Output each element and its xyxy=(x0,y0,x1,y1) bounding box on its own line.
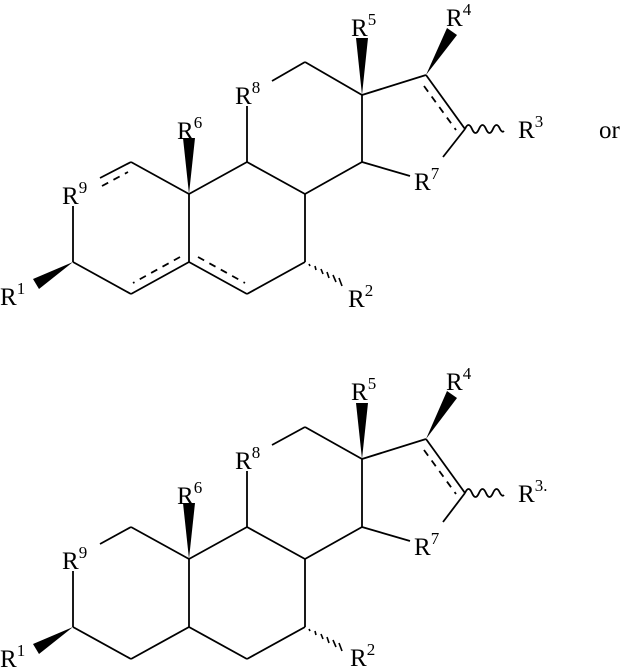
label-r3: R3 xyxy=(518,112,543,144)
wedge-bond-r4 xyxy=(426,28,457,75)
label-r3: R3. xyxy=(518,476,547,508)
wedge-bond-r4 xyxy=(426,391,457,439)
wavy-bond-r3 xyxy=(464,124,505,134)
label-r1: R1 xyxy=(0,279,25,311)
label-r2: R2 xyxy=(348,281,373,313)
label-r2: R2 xyxy=(350,640,375,667)
label-r4: R4 xyxy=(446,0,472,32)
wavy-bond-r3 xyxy=(464,488,505,498)
label-r9: R9 xyxy=(62,178,87,210)
label-r8: R8 xyxy=(235,78,260,110)
structure-top: R1 R2 R3 R4 R5 R6 R7 R8 R9 or xyxy=(0,0,621,313)
label-r4: R4 xyxy=(446,364,472,396)
label-r8: R8 xyxy=(235,443,260,475)
wedge-bond-r1 xyxy=(33,627,73,654)
hashed-bond-r2 xyxy=(308,263,343,287)
hashed-bond-r2 xyxy=(308,628,343,652)
wedge-bond-r1 xyxy=(33,262,73,289)
wedge-bond-r5 xyxy=(356,38,368,95)
label-r7: R7 xyxy=(414,164,440,196)
label-r1: R1 xyxy=(0,641,25,667)
wedge-bond-r6 xyxy=(183,138,195,194)
structure-bottom: R1 R2 R3. R4 R5 R6 R7 R8 R9 xyxy=(0,364,547,667)
label-r6: R6 xyxy=(177,113,202,145)
label-r6: R6 xyxy=(177,478,202,510)
label-r9: R9 xyxy=(62,543,87,575)
label-r7: R7 xyxy=(414,529,440,561)
connector-or: or xyxy=(599,117,621,144)
label-r5: R5 xyxy=(351,10,376,42)
wedge-bond-r5 xyxy=(356,403,368,459)
label-r5: R5 xyxy=(351,374,376,406)
wedge-bond-r6 xyxy=(183,503,195,559)
